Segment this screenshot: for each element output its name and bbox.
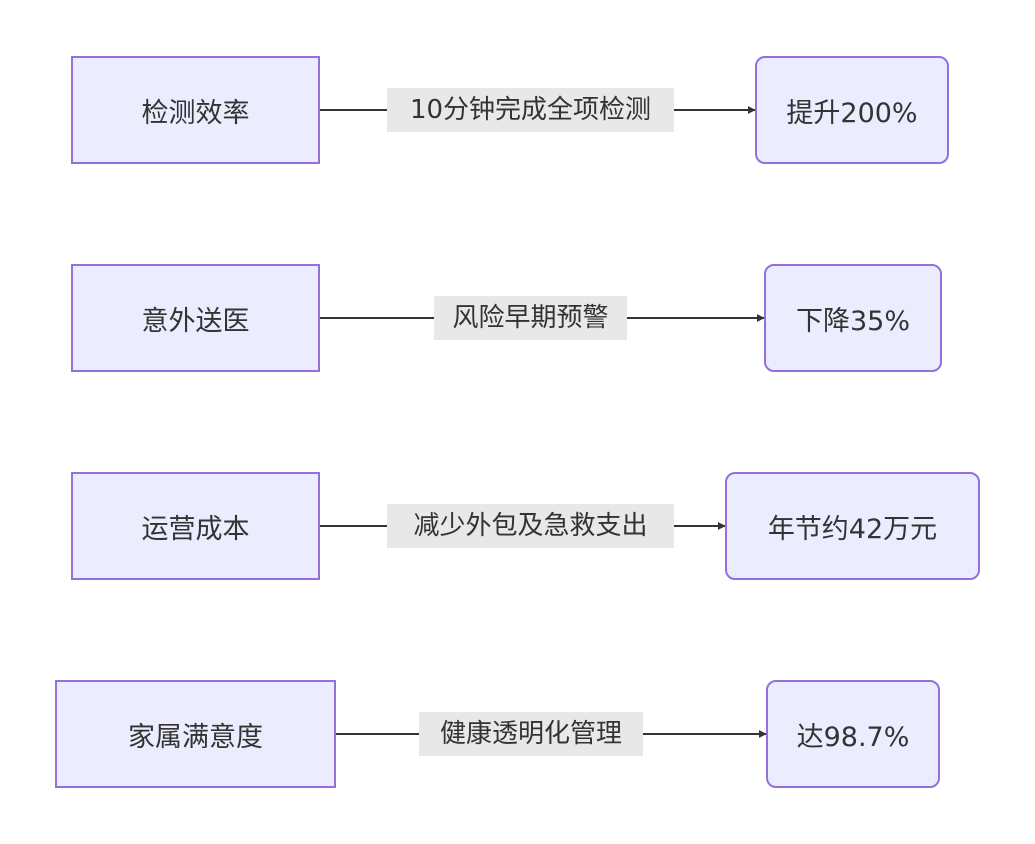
target-label-operating-cost: 年节约42万元 [767, 513, 938, 545]
source-label-family-satisfaction: 家属满意度 [128, 721, 263, 753]
source-label-efficiency: 检测效率 [141, 97, 250, 129]
source-node-efficiency: 检测效率 [71, 56, 320, 164]
source-label-hospital-visits: 意外送医 [141, 305, 250, 337]
target-label-hospital-visits: 下降35% [795, 305, 910, 337]
target-node-family-satisfaction: 达98.7% [766, 680, 940, 788]
edge-label-efficiency: 10分钟完成全项检测 [387, 88, 674, 132]
source-node-hospital-visits: 意外送医 [71, 264, 320, 372]
target-node-operating-cost: 年节约42万元 [725, 472, 980, 580]
target-label-efficiency: 提升200% [786, 97, 918, 129]
source-node-family-satisfaction: 家属满意度 [55, 680, 336, 788]
source-label-operating-cost: 运营成本 [141, 513, 250, 545]
edge-label-family-satisfaction: 健康透明化管理 [419, 712, 643, 756]
edge-label-operating-cost: 减少外包及急救支出 [387, 504, 674, 548]
target-node-efficiency: 提升200% [755, 56, 949, 164]
target-label-family-satisfaction: 达98.7% [796, 721, 910, 753]
source-node-operating-cost: 运营成本 [71, 472, 320, 580]
target-node-hospital-visits: 下降35% [764, 264, 942, 372]
edge-label-hospital-visits: 风险早期预警 [434, 296, 627, 340]
